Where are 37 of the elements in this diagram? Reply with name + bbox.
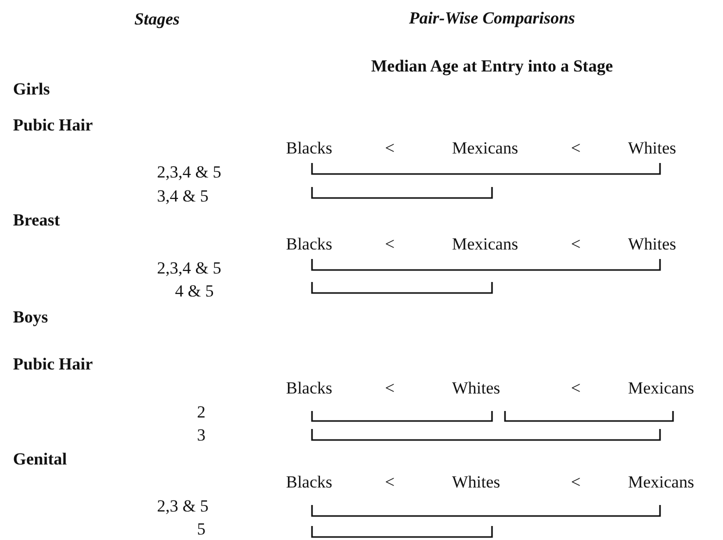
- stage-label: 2,3,4 & 5: [157, 260, 222, 278]
- chart-title: Median Age at Entry into a Stage: [371, 58, 613, 76]
- row-heading: Genital: [13, 450, 67, 470]
- comparison-text: <: [385, 474, 395, 492]
- comparison-text: Blacks: [286, 474, 332, 492]
- comparison-text: Blacks: [286, 236, 332, 254]
- comparison-text: Whites: [452, 380, 500, 398]
- comparison-text: <: [571, 236, 581, 254]
- comparison-text: <: [571, 474, 581, 492]
- comparison-text: Whites: [452, 474, 500, 492]
- stage-label: 2,3,4 & 5: [157, 164, 222, 182]
- column-header: Pair-Wise Comparisons: [408, 10, 576, 28]
- comparison-text: <: [385, 236, 395, 254]
- comparison-text: <: [385, 140, 395, 158]
- comparison-text: <: [571, 140, 581, 158]
- comparison-text: Whites: [628, 140, 676, 158]
- comparison-text: Mexicans: [452, 236, 518, 254]
- stage-label: 3: [197, 426, 206, 446]
- column-header: Stages: [134, 10, 180, 30]
- row-heading: Pubic Hair: [13, 356, 93, 374]
- stage-label: 2,3 & 5: [157, 498, 208, 516]
- stage-label: 4 & 5: [175, 282, 214, 302]
- comparison-text: Mexicans: [628, 380, 694, 398]
- comparison-text: <: [385, 380, 395, 398]
- comparison-text: Blacks: [286, 140, 332, 158]
- group-heading: Boys: [13, 308, 48, 328]
- row-heading: Pubic Hair: [13, 116, 93, 136]
- stage-label: 3,4 & 5: [157, 188, 208, 206]
- comparison-text: <: [571, 380, 581, 398]
- comparison-text: Blacks: [286, 380, 332, 398]
- comparison-text: Mexicans: [452, 140, 518, 158]
- comparison-text: Mexicans: [628, 474, 694, 492]
- group-heading: Girls: [13, 80, 50, 100]
- row-heading: Breast: [13, 212, 60, 230]
- comparison-text: Whites: [628, 236, 676, 254]
- stage-label: 2: [197, 404, 206, 422]
- stage-label: 5: [197, 520, 206, 540]
